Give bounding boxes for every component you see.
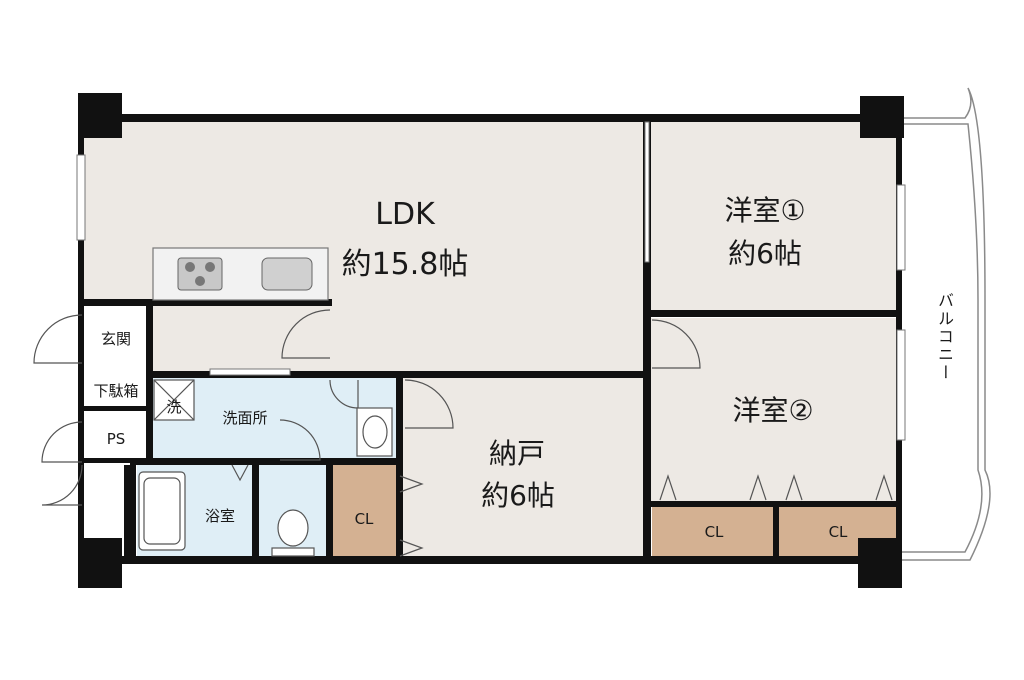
washer-label: 洗 [166,398,182,416]
balcony-outline [902,87,991,561]
toilet-bowl-icon [277,509,309,547]
windows [76,121,906,441]
closet-doors [399,474,893,557]
entrance-floor [82,305,150,375]
storage-size: 約6帖 [481,479,555,512]
storage-floor [400,376,647,562]
ldk-name: LDK [375,197,435,232]
wash-fixtures [138,379,393,557]
hall-floor [152,305,332,375]
kitchen-counter [152,247,329,301]
closet-center-label: CL [354,510,374,528]
basin-icon [362,415,388,449]
western1-name: 洋室① [724,194,806,227]
western2-floor [650,318,900,503]
western1-floor [650,118,900,315]
storage-name: 納戸 [488,437,545,470]
entrance-label: 玄関 [100,330,131,348]
ps-label: PS [106,430,126,448]
closet-right1-floor [652,506,774,556]
shoe-box-label: 下駄箱 [93,382,139,400]
closet-right2-label: CL [828,523,848,541]
western2-name: 洋室② [732,394,814,427]
bath-label: 浴室 [204,507,235,525]
ldk-size: 約15.8帖 [341,247,469,282]
sink-icon [261,257,313,291]
toilet-tank-icon [271,547,315,557]
bathtub-icon [138,471,186,551]
balcony-label: バルコニー [935,292,954,382]
western1-size: 約6帖 [728,237,802,270]
closet-right1-label: CL [704,523,724,541]
washroom-label: 洗面所 [222,409,268,427]
closet-center-floor [331,465,397,560]
